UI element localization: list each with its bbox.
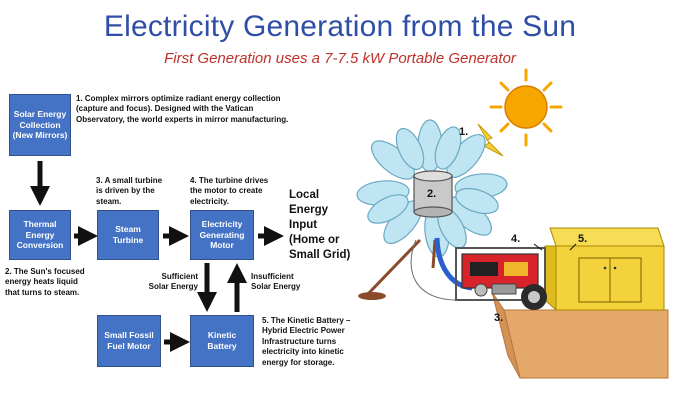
step3-note: 3. A small turbine is driven by the stea… — [96, 176, 163, 206]
step5-note: 5. The Kinetic Battery – Hybrid Electric… — [262, 316, 351, 367]
step2-note: 2. The Sun's focused energy heats liquid… — [5, 267, 85, 297]
fossil-motor-box: Small Fossil Fuel Motor — [97, 315, 161, 367]
insufficient-label: Insufficient Solar Energy — [251, 272, 301, 292]
step1-note: 1. Complex mirrors optimize radiant ener… — [76, 94, 289, 124]
generating-motor-box: Electricity Generating Motor — [190, 210, 254, 260]
flow-arrows — [30, 161, 284, 352]
cable-icon — [410, 239, 463, 301]
stand-foot-icon — [358, 292, 386, 300]
illustration-label-3: 3. — [494, 312, 504, 324]
callout-line-4 — [533, 243, 543, 251]
illustration-label-2: 2. — [427, 188, 437, 200]
page-title: Electricity Generation from the Sun — [103, 10, 577, 43]
lightning-icon — [477, 123, 504, 157]
kinetic-battery-box: Kinetic Battery — [190, 315, 254, 367]
sufficient-label: Sufficient Solar Energy — [148, 272, 198, 292]
local-energy-label: Local Energy Input (Home or Small Grid) — [289, 189, 351, 261]
illustration-label-4: 4. — [511, 233, 521, 245]
generator-icon — [455, 247, 547, 310]
mirror-petals-icon — [356, 119, 508, 258]
step4-note: 4. The turbine drives the motor to creat… — [190, 176, 269, 206]
illustration-label-1: 1. — [459, 126, 469, 138]
thermal-conversion-box: Thermal Energy Conversion — [9, 210, 71, 260]
tripod-stand-icon — [364, 238, 437, 298]
callout-line-5 — [569, 243, 577, 251]
cabinet-icon — [544, 227, 665, 312]
sun-icon — [489, 68, 563, 147]
page-subtitle: First Generation uses a 7-7.5 kW Portabl… — [164, 50, 516, 67]
solar-collection-box: Solar Energy Collection (New Mirrors) — [9, 94, 71, 156]
collector-cylinder-icon — [413, 170, 453, 218]
steam-turbine-box: Steam Turbine — [97, 210, 159, 260]
illustration-label-5: 5. — [578, 233, 588, 245]
